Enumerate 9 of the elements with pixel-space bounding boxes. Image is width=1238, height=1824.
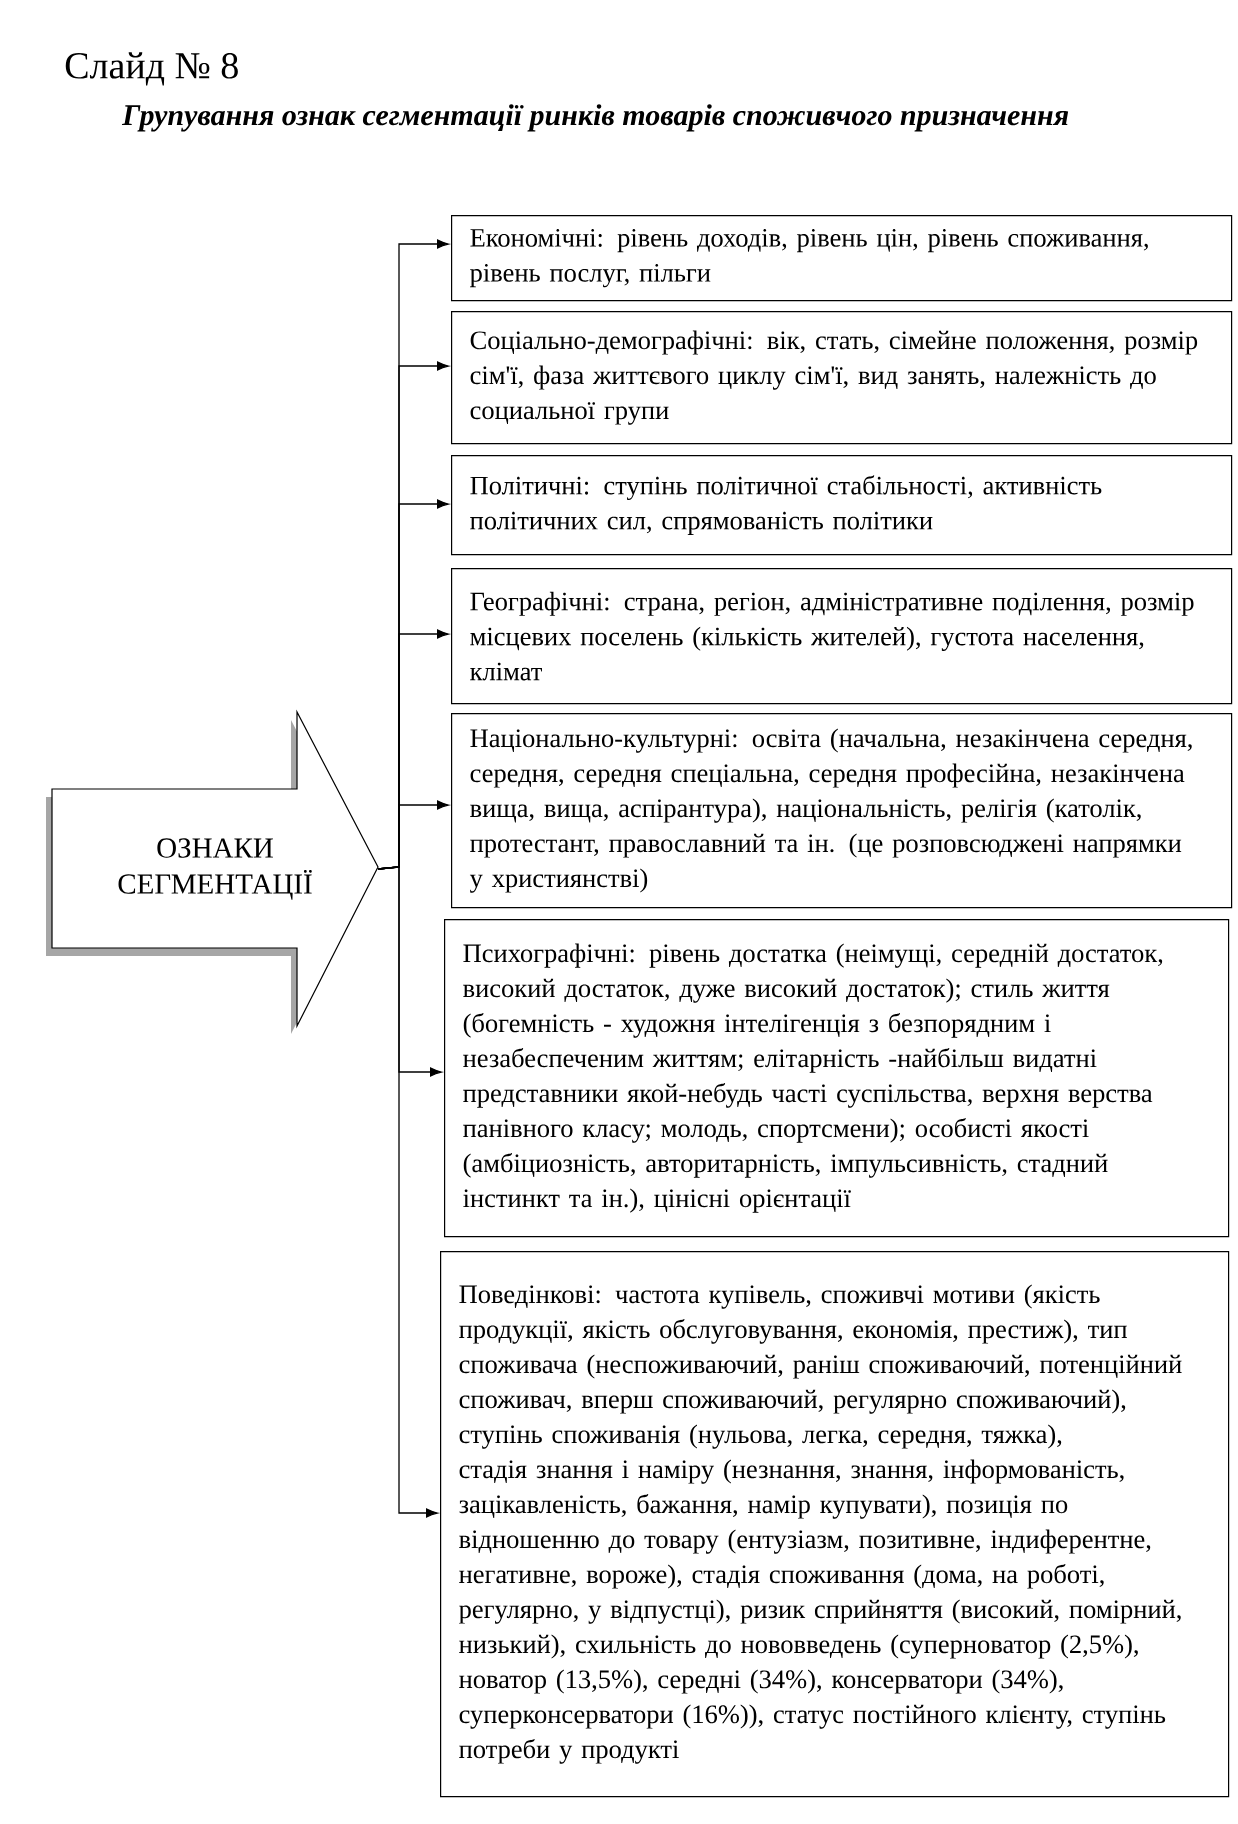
text-box: Політичні: ступінь політичної стабільності, активність політичних сил, спрямованість політики — [451, 455, 1233, 556]
text-box: Географічні: страна, регіон, адміністративне поділення, розмір місцевих поселень (кількість жителей), густота населення, клімат — [451, 568, 1233, 705]
subtitle: Групування ознак сегментації ринків товарів споживчого призначення — [121, 104, 1069, 132]
text-box: Економічні: рівень доходів, рівень цін, рівень споживання, рівень послуг, пільги — [451, 215, 1233, 302]
slide-title: Слайд № 8 — [65, 52, 238, 86]
text-box: Поведінкові: частота купівель, споживчі мотиви (якість продукції, якість обслуговування, економія, престиж), тип споживача (неспоживаючий, раніш споживаючий, потенційний споживач, вперш споживаючий, регулярно споживаючий), ступінь споживанія (нульова, легка, середня, тяжка), стадія знання і наміру (незнання, знання, інформованість, зацікавленість, бажання, намір купувати), позиція по відношенню до товару (ентузіазм, позитивне, індиферентне, негативне, вороже), стадія споживання (дома, на роботі, регулярно, у відпустці), ризик сприйняття (високий, помірний, низький), схильність до нововведень (суперноватор (2,5%), новатор (13,5%), середні (34%), консерватори (34%), суперконсерватори (16%)), статус постійного клієнту, ступінь потреби у продукті — [440, 1251, 1230, 1798]
text-box: Національно-культурні: освіта (начальна, незакінчена середня, середня, середня спеціальна, середня професійна, незакінчена вища, вища, аспірантура), національність, релігія (католік, протестант, православний та ін. (це розповсюджені напрямки у християнстві) — [451, 713, 1233, 909]
text-box: Психографічні: рівень достатка (неімущі, середній достаток, високий достаток, дуже високий достаток); стиль життя (богемність - художня інтелігенція з безпорядним і незабеспеченим життям; елітарність -найбільш видатні представники якой-небудь часті суспільства, верхня верства панівного класу; молодь, спортсмени); особисті якості (амбіциозність, авторитарність, імпульсивність, стадний інстинкт та ін.), цінісні орієнтації — [444, 919, 1230, 1238]
text-box: Соціально-демографічні: вік, стать, сімейне положення, розмір сім'ї, фаза життєвого циклу сім'ї, вид занять, належність до социальної групи — [451, 311, 1233, 445]
